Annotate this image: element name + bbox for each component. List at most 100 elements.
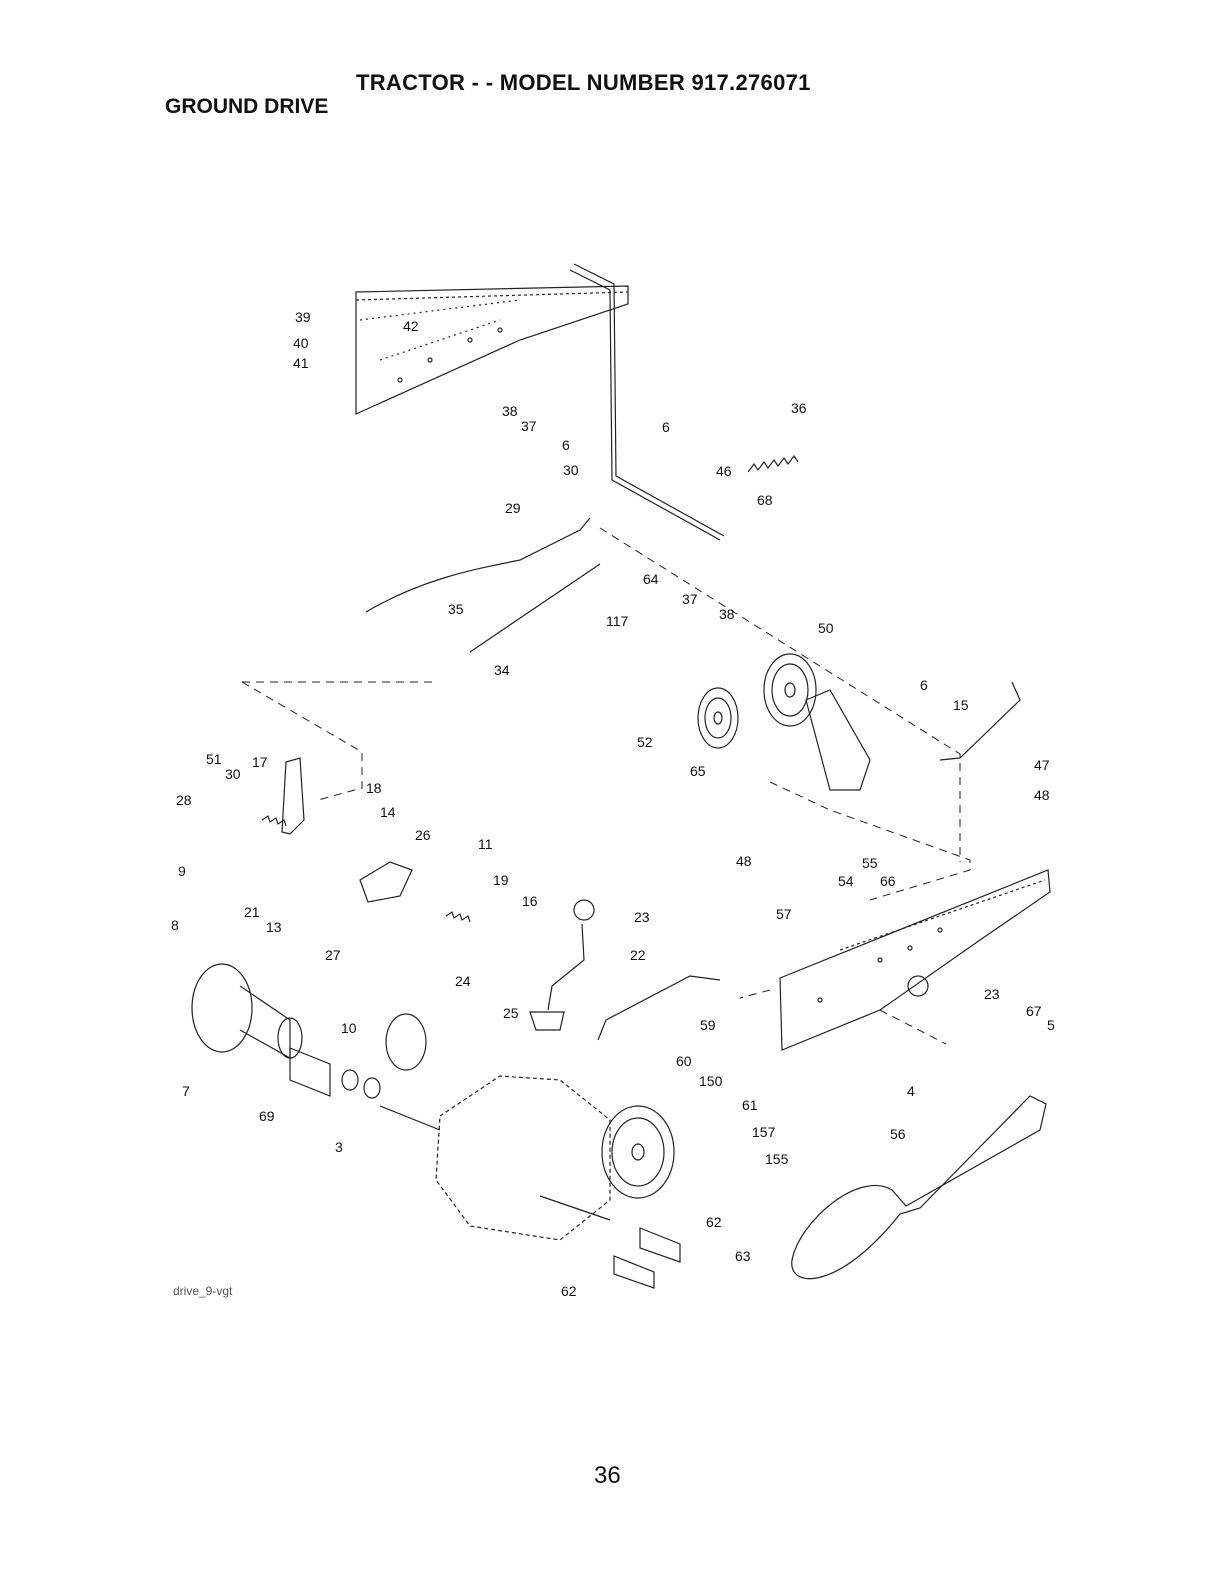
callout-37: 37 [521,418,537,434]
idler-pulley-50 [763,653,817,727]
callout-54: 54 [838,873,854,889]
callout-51: 51 [206,751,222,767]
rod-47 [939,681,1021,761]
callout-39: 39 [295,309,311,325]
callout-41: 41 [293,355,309,371]
knob-23 [907,975,929,997]
shift-lever-22 [529,899,595,1031]
callout-21: 21 [244,904,260,920]
cable-29 [365,517,591,613]
callout-23: 23 [984,986,1000,1002]
callout-61: 61 [742,1097,758,1113]
bracket-18 [281,757,305,835]
spring-17 [261,815,287,827]
callout-59: 59 [700,1017,716,1033]
drawing-code: drive_9-vgt [173,1284,233,1298]
callout-4: 4 [907,1083,915,1099]
callout-66: 66 [880,873,896,889]
callout-26: 26 [415,827,431,843]
callout-8: 8 [171,917,179,933]
callout-63: 63 [735,1248,751,1264]
callout-18: 18 [366,780,382,796]
callout-56: 56 [890,1126,906,1142]
idler-pulley-52 [697,687,739,749]
page-title: TRACTOR - - MODEL NUMBER 917.276071 [356,70,811,95]
rod-35 [469,563,601,653]
callout-15: 15 [953,697,969,713]
callout-150: 150 [699,1073,723,1089]
callout-48: 48 [1034,787,1050,803]
callout-69: 69 [259,1108,275,1124]
rod-59 [597,975,721,1041]
drive-belt-56 [791,1095,1047,1280]
callout-24: 24 [455,973,471,989]
callout-7: 7 [182,1083,190,1099]
washer-3b [363,1077,381,1099]
callout-47: 47 [1034,757,1050,773]
callout-50: 50 [818,620,834,636]
callout-10: 10 [341,1020,357,1036]
callout-52: 52 [637,734,653,750]
callout-37: 37 [682,591,698,607]
callout-9: 9 [178,863,186,879]
callout-48: 48 [736,853,752,869]
callout-65: 65 [690,763,706,779]
callout-22: 22 [630,947,646,963]
callout-29: 29 [505,500,521,516]
callout-62: 62 [706,1214,722,1230]
hub-7 [191,963,303,1060]
bolt-63b [613,1255,655,1289]
callout-40: 40 [293,335,309,351]
transaxle-pulley-61 [601,1105,675,1199]
callout-13: 13 [266,919,282,935]
callout-28: 28 [176,792,192,808]
washer-3a [341,1069,359,1091]
assembly-lines [241,527,971,1045]
callout-55: 55 [862,855,878,871]
callout-67: 67 [1026,1003,1042,1019]
callout-25: 25 [503,1005,519,1021]
callout-68: 68 [757,492,773,508]
callout-19: 19 [493,872,509,888]
callout-46: 46 [716,463,732,479]
section-title: GROUND DRIVE [165,95,329,118]
callout-36: 36 [791,400,807,416]
bracket-54 [805,689,871,791]
callout-62: 62 [561,1283,577,1299]
callout-23: 23 [634,909,650,925]
callout-155: 155 [765,1151,789,1167]
callout-14: 14 [380,804,396,820]
callout-17: 17 [252,754,268,770]
lower-frame-rail [779,869,1051,1051]
callout-6: 6 [562,437,570,453]
callout-11: 11 [478,836,493,852]
callout-16: 16 [522,893,538,909]
brake-disc-10 [385,1013,427,1071]
callout-117: 117 [606,613,629,629]
callout-57: 57 [776,906,792,922]
page-number: 36 [594,1462,621,1489]
sleeve-69 [289,1047,331,1097]
spring-36 [747,454,799,473]
callout-6: 6 [662,419,670,435]
upper-frame-rail [355,285,629,415]
callout-60: 60 [676,1053,692,1069]
callout-5: 5 [1047,1017,1055,1033]
callout-42: 42 [403,318,419,334]
pivot-rod [569,263,725,541]
callout-38: 38 [719,606,735,622]
lever-11 [359,861,413,903]
callout-157: 157 [752,1124,776,1140]
callout-30: 30 [225,766,241,782]
callout-35: 35 [448,601,464,617]
callout-30: 30 [563,462,579,478]
callout-34: 34 [494,662,510,678]
bolt-63a [639,1227,681,1263]
callout-3: 3 [335,1139,343,1155]
callout-27: 27 [325,947,341,963]
callout-38: 38 [502,403,518,419]
transaxle [379,1075,611,1241]
spring-16 [445,911,471,923]
